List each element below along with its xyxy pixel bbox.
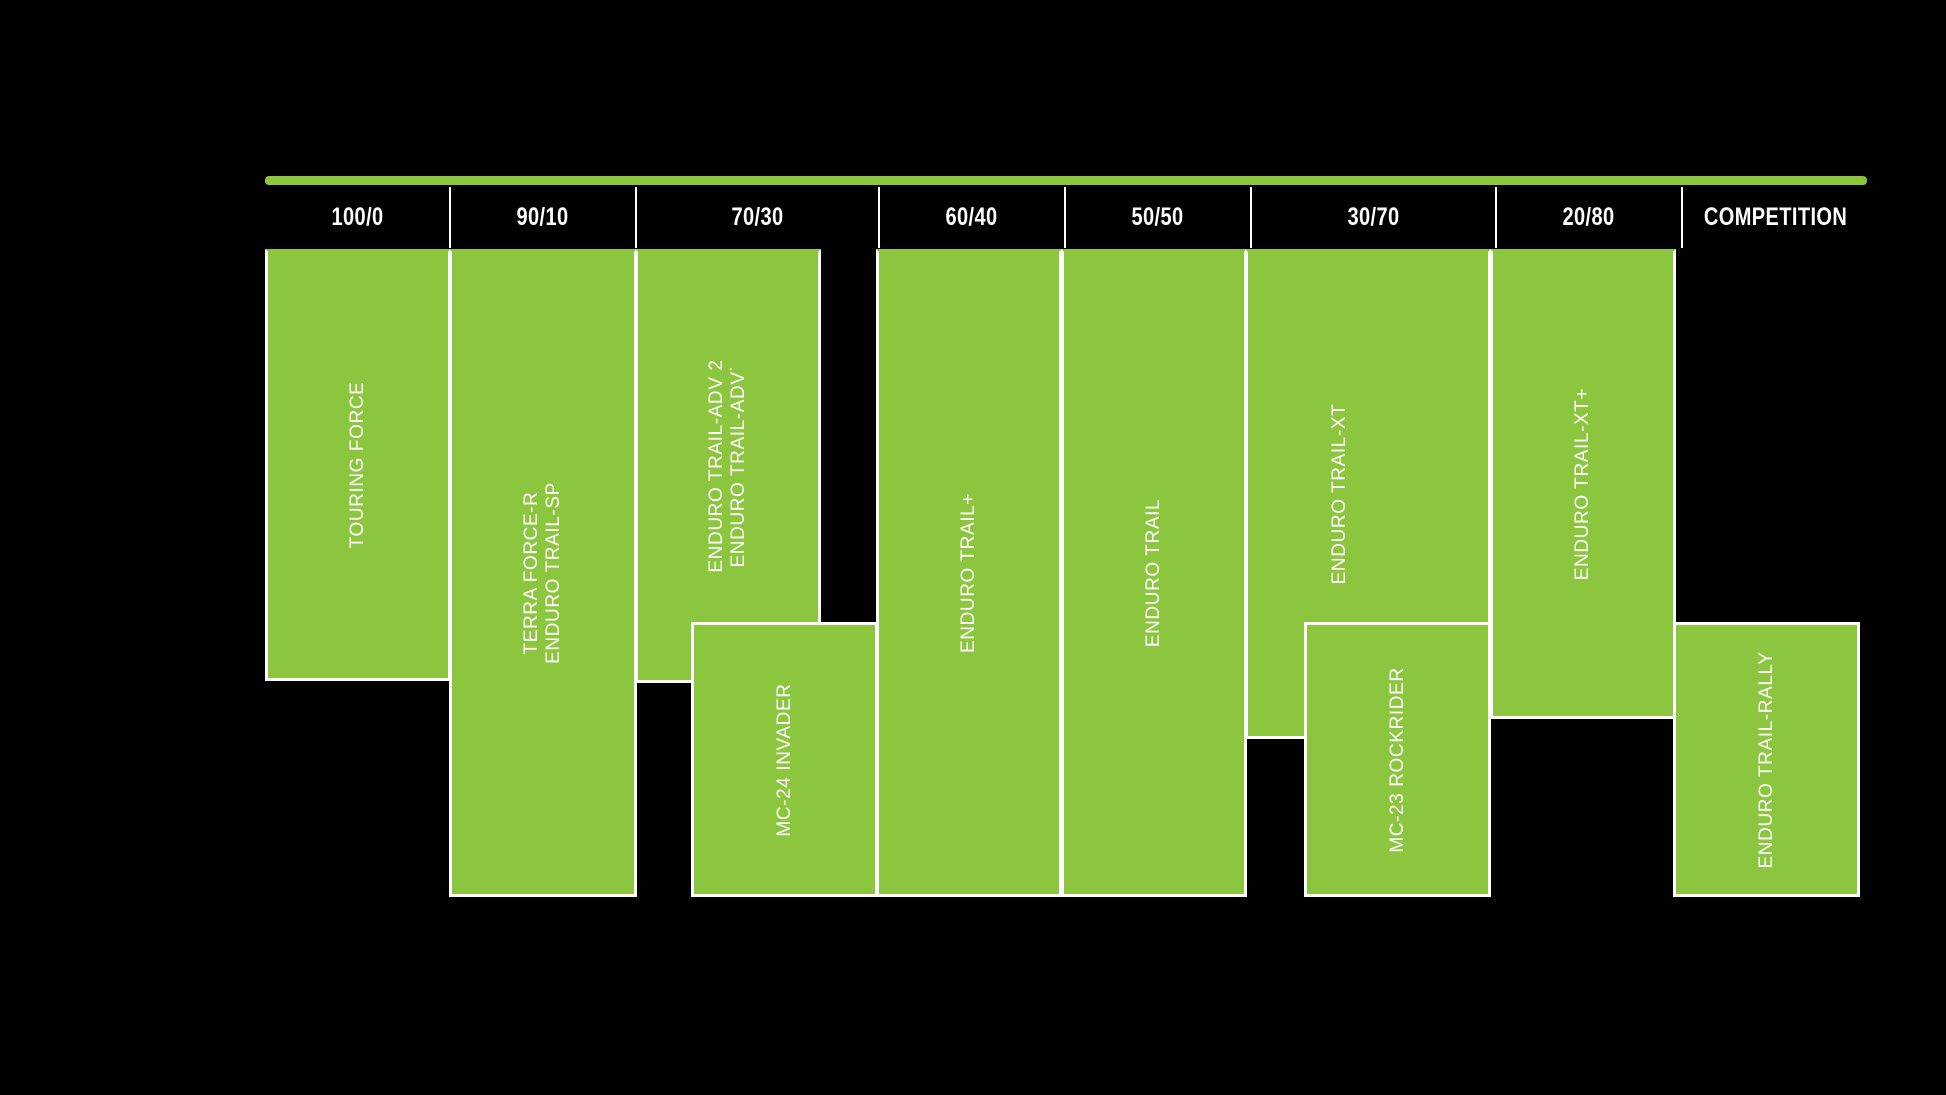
column-header-label: 70/30 xyxy=(731,203,784,231)
column-header-60-40[interactable]: 60/40 xyxy=(879,185,1065,250)
column-header-row: 100/0 90/10 70/30 60/40 50/50 30/70 20/8… xyxy=(265,185,1869,250)
column-header-100-0[interactable]: 100/0 xyxy=(265,185,450,250)
bar-enduro-trail-plus[interactable]: ENDURO TRAIL+ xyxy=(876,249,1062,897)
bar-label-enduro-trail-xt: ENDURO TRAIL-XT xyxy=(1329,403,1351,585)
column-divider xyxy=(1495,187,1497,248)
bar-mc-24-invader[interactable]: MC-24 INVADER xyxy=(691,622,878,897)
bar-label-enduro-trail-xt-plus: ENDURO TRAIL-XT+ xyxy=(1572,387,1594,581)
column-header-label: 90/10 xyxy=(516,203,570,231)
accent-rail xyxy=(265,176,1867,185)
column-header-label: 30/70 xyxy=(1347,203,1400,231)
bar-label-mc-24-invader: MC-24 INVADER xyxy=(773,682,795,837)
column-header-20-80[interactable]: 20/80 xyxy=(1496,185,1682,250)
bar-enduro-trail-rally[interactable]: ENDURO TRAIL-RALLY xyxy=(1673,622,1860,897)
column-header-label: 50/50 xyxy=(1131,203,1185,231)
column-header-50-50[interactable]: 50/50 xyxy=(1065,185,1251,250)
bar-enduro-trail-adv[interactable]: ENDURO TRAIL-ADV 2 ENDURO TRAIL-ADV˙ xyxy=(635,249,821,683)
bar-enduro-trail-xt-plus[interactable]: ENDURO TRAIL-XT+ xyxy=(1490,249,1676,719)
column-header-90-10[interactable]: 90/10 xyxy=(450,185,636,250)
column-divider xyxy=(1681,187,1683,248)
column-header-label: 60/40 xyxy=(945,203,999,231)
column-divider xyxy=(878,187,880,248)
bar-label-enduro-trail-adv: ENDURO TRAIL-ADV 2 ENDURO TRAIL-ADV˙ xyxy=(706,359,749,573)
bar-label-enduro-trail-rally: ENDURO TRAIL-RALLY xyxy=(1755,650,1777,869)
bar-terra-force-r[interactable]: TERRA FORCE-R ENDURO TRAIL-SP xyxy=(449,249,637,897)
column-divider xyxy=(635,187,637,248)
bar-label-terra-force-r: TERRA FORCE-R ENDURO TRAIL-SP xyxy=(521,482,564,664)
column-header-label: 20/80 xyxy=(1562,203,1616,231)
column-divider xyxy=(1250,187,1252,248)
column-header-label: COMPETITION xyxy=(1703,203,1848,231)
column-header-competition[interactable]: COMPETITION xyxy=(1682,185,1869,250)
column-header-70-30[interactable]: 70/30 xyxy=(636,185,879,250)
column-divider xyxy=(1064,187,1066,248)
bar-touring-force[interactable]: TOURING FORCE xyxy=(265,249,451,681)
bar-label-enduro-trail-plus: ENDURO TRAIL+ xyxy=(958,492,980,654)
column-divider xyxy=(449,187,451,248)
bar-label-mc-23-rockrider: MC-23 ROCKRIDER xyxy=(1386,666,1408,853)
column-header-30-70[interactable]: 30/70 xyxy=(1251,185,1496,250)
bar-label-touring-force: TOURING FORCE xyxy=(347,381,369,549)
bar-label-enduro-trail: ENDURO TRAIL xyxy=(1143,498,1165,648)
bar-mc-23-rockrider[interactable]: MC-23 ROCKRIDER xyxy=(1304,622,1491,897)
bar-enduro-trail[interactable]: ENDURO TRAIL xyxy=(1061,249,1247,897)
column-header-label: 100/0 xyxy=(331,203,384,231)
